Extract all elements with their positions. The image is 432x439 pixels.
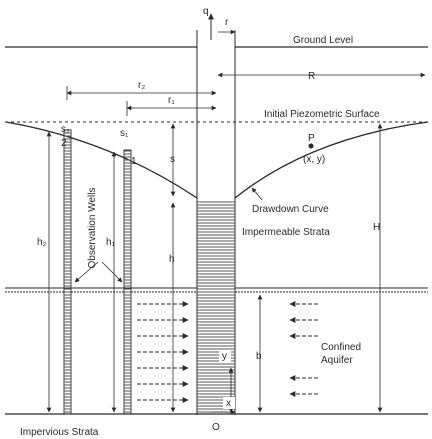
drawdown-curve-label: Drawdown Curve	[252, 204, 329, 215]
s2-label: s₂	[61, 124, 70, 135]
well-2-label: 2	[61, 138, 67, 149]
observation-wells-leader-1	[74, 261, 99, 283]
point-p	[308, 143, 314, 149]
observation-wells-leader-2	[101, 261, 123, 283]
y-label: y	[222, 351, 227, 362]
well-water-column	[197, 200, 235, 414]
ground-level-label: Ground Level	[293, 35, 353, 46]
y-label-bg	[219, 350, 231, 362]
origin-o-label: O	[212, 422, 220, 433]
R-label: R	[308, 71, 315, 82]
h-label: h	[169, 254, 175, 265]
s1-label: s₁	[120, 128, 129, 139]
r-label: r	[225, 17, 229, 28]
aquifer-label: Aquifer	[321, 355, 353, 366]
h1-label: h₁	[106, 237, 116, 248]
flow-arrows-left	[137, 301, 189, 403]
observation-wells-label: Observation Wells	[87, 188, 98, 269]
observation-well-2-hatch	[64, 130, 71, 414]
H-label: H	[373, 222, 380, 233]
r2-label: r₂	[138, 80, 145, 91]
flow-arrows-right	[289, 301, 318, 397]
impermeable-strata-label: Impermeable Strata	[242, 227, 330, 238]
xy-label: (x, y)	[303, 154, 325, 165]
impervious-strata-label: Impervious Strata	[20, 427, 99, 438]
observation-well-1-hatch	[124, 150, 131, 414]
x-label: x	[226, 398, 231, 409]
x-label-bg	[223, 397, 235, 409]
drawdown-curve-leader	[251, 187, 263, 201]
initial-piezometric-surface-label: Initial Piezometric Surface	[264, 109, 380, 120]
s-label: s	[170, 154, 175, 165]
confined-label: Confined	[321, 342, 361, 353]
p-label: P	[308, 133, 315, 144]
r1-label: r₁	[168, 95, 175, 106]
well-1-label: 1	[131, 156, 137, 167]
h2-label: h₂	[37, 237, 47, 248]
drawdown-curve-right	[234, 121, 429, 199]
drawdown-curve-left	[5, 121, 198, 199]
b-label: b	[256, 351, 262, 362]
q-label: q	[203, 6, 209, 17]
